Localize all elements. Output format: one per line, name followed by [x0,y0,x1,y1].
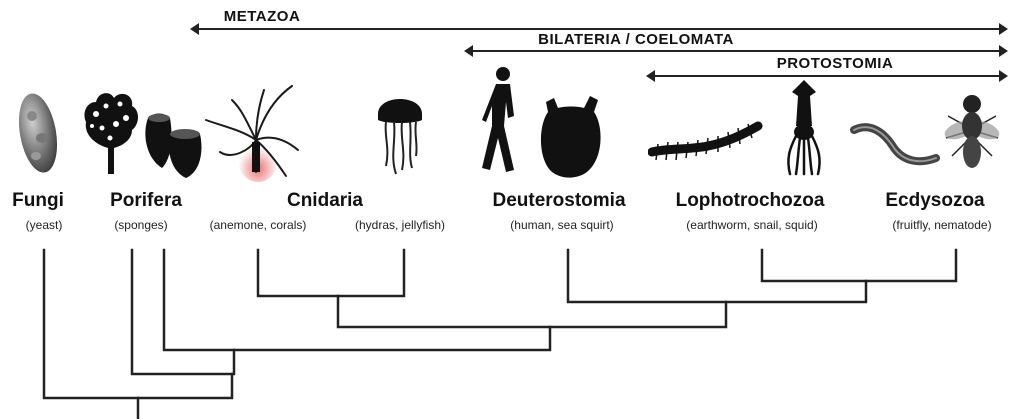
branch-bilateria [568,250,866,302]
branch-porifera [132,250,234,374]
branch-porifera-vase [164,250,550,350]
branch-protostomia [762,250,956,281]
branch-eumetazoa [338,296,726,327]
branch-cnidaria [258,250,404,296]
branch-root [44,250,232,398]
